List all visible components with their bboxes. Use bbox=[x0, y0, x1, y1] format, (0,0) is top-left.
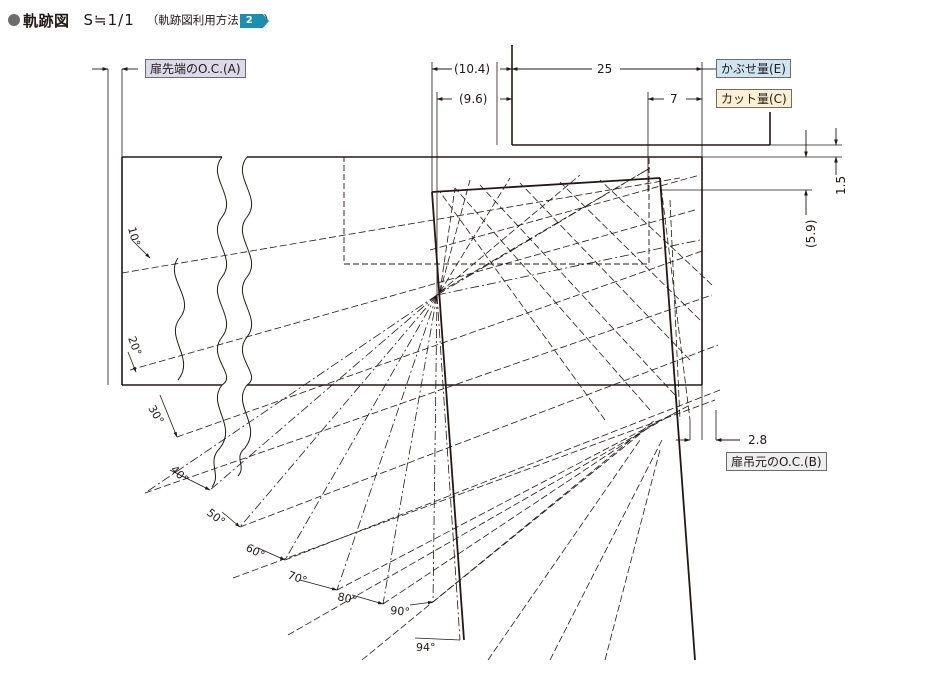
hinge-rotation-rays bbox=[144, 167, 701, 641]
cut-amount-label: カット量(C) bbox=[716, 89, 792, 108]
figure-title: 軌跡図 bbox=[23, 11, 70, 30]
dim-5-9: (5.9) bbox=[804, 220, 818, 248]
dim-2-8: 2.8 bbox=[748, 433, 767, 447]
usage-reference-close: ） bbox=[263, 13, 276, 27]
reference-badge[interactable]: 2 bbox=[239, 13, 269, 28]
angle-label-10: 10° bbox=[125, 225, 143, 247]
dim-25: 25 bbox=[597, 62, 612, 76]
angle-arc-arrows bbox=[127, 239, 461, 641]
dim-7: 7 bbox=[670, 92, 678, 106]
dimension-arrows bbox=[92, 67, 838, 442]
cabinet-panel bbox=[121, 156, 703, 386]
angle-label-80: 80° bbox=[336, 590, 358, 607]
angle-label-70: 70° bbox=[286, 569, 309, 588]
break-lines bbox=[173, 156, 253, 488]
door-pivot-oc-label: 扉吊元のO.C.(B) bbox=[726, 452, 827, 471]
angle-label-94: 94° bbox=[416, 641, 436, 654]
usage-reference-text: （軌跡図利用方法 bbox=[146, 13, 239, 27]
overlay-label: かぶせ量(E) bbox=[716, 59, 791, 78]
dim-9-6: (9.6) bbox=[459, 92, 487, 106]
angle-label-30: 30° bbox=[145, 403, 166, 426]
door-swing-trajectory bbox=[121, 167, 721, 661]
door-tip-oc-label: 扉先端のO.C.(A) bbox=[145, 59, 246, 78]
dim-10-4: (10.4) bbox=[454, 62, 490, 76]
angle-label-50: 50° bbox=[204, 506, 227, 528]
door-closed-position bbox=[431, 177, 696, 661]
angle-label-90: 90° bbox=[390, 604, 411, 619]
dim-1-5: 1.5 bbox=[834, 176, 848, 195]
hinge-cup-outline bbox=[343, 156, 650, 265]
bullet-icon bbox=[8, 14, 20, 26]
angle-label-40: 40° bbox=[168, 463, 191, 486]
angle-label-20: 20° bbox=[125, 335, 144, 358]
frame-profile bbox=[511, 45, 771, 146]
angle-label-60: 60° bbox=[244, 541, 267, 562]
leader-lines bbox=[107, 62, 842, 440]
scale-note: S≒1/1 bbox=[83, 11, 135, 29]
